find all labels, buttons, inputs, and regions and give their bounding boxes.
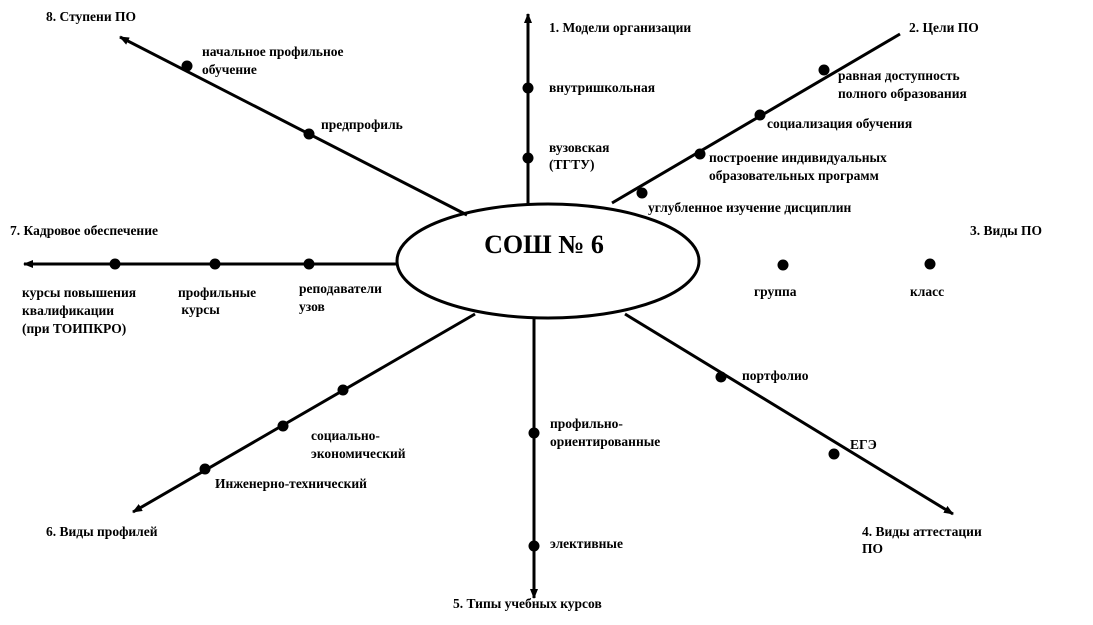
stages-item-3: предпрофиль [321, 117, 403, 132]
stages-item-2: обучение [202, 62, 257, 77]
profiles-dot-1 [337, 384, 349, 396]
goals-dot-2 [754, 109, 766, 121]
goals-item-3: социализация обучения [767, 116, 912, 131]
models-item-3: (ТГТУ) [549, 157, 595, 172]
profiles-item-1: социально- [311, 428, 380, 443]
models-item-2: вузовская [549, 140, 609, 155]
profiles-axis [132, 312, 476, 514]
types-item-2: класс [910, 284, 944, 299]
courses-dot-1 [528, 427, 540, 439]
profiles-dot-3 [199, 463, 211, 475]
stages-item-1: начальное профильное [202, 44, 343, 59]
courses-dot-2 [528, 540, 540, 552]
attestation-axis [624, 312, 954, 516]
profiles-title: 6. Виды профилей [46, 524, 158, 539]
types-dot-1 [777, 259, 789, 271]
attestation-item-1: портфолио [742, 368, 809, 383]
staff-dot-2 [209, 258, 221, 270]
types-item-1: группа [754, 284, 797, 299]
courses-title: 5. Типы учебных курсов [453, 596, 602, 611]
types-title: 3. Виды ПО [970, 223, 1042, 238]
staff-item-4: профильные [178, 285, 256, 300]
stages-dot-1 [181, 60, 193, 72]
stages-dot-2 [303, 128, 315, 140]
center-ellipse [395, 202, 701, 320]
attestation-dot-2 [828, 448, 840, 460]
goals-dot-3 [694, 148, 706, 160]
staff-item-6: реподаватели [299, 281, 382, 296]
staff-dot-3 [303, 258, 315, 270]
goals-item-6: углубленное изучение дисциплин [648, 200, 851, 215]
attestation-dot-1 [715, 371, 727, 383]
attestation-item-2: ЕГЭ [850, 437, 877, 452]
models-item-1: внутришкольная [549, 80, 655, 95]
courses-item-1: профильно- [550, 416, 623, 431]
profiles-item-2: экономический [311, 446, 406, 461]
attestation-title-2: ПО [862, 541, 883, 556]
goals-item-5: образовательных программ [709, 168, 879, 183]
staff-item-5: курсы [178, 302, 220, 317]
staff-item-1: курсы повышения [22, 285, 136, 300]
stages-title: 8. Ступени ПО [46, 9, 136, 24]
models-title: 1. Модели организации [549, 20, 691, 35]
staff-item-7: узов [299, 299, 325, 314]
profiles-dot-2 [277, 420, 289, 432]
goals-item-1: равная доступность [838, 68, 960, 83]
courses-item-2: ориентированные [550, 434, 660, 449]
attestation-title-1: 4. Виды аттестации [862, 524, 982, 539]
center-label: СОШ № 6 [484, 230, 604, 259]
courses-item-3: элективные [550, 536, 623, 551]
goals-dot-4 [636, 187, 648, 199]
profiles-item-3: Инженерно-технический [215, 476, 367, 491]
staff-title: 7. Кадровое обеспечение [10, 223, 158, 238]
models-dot-2 [522, 152, 534, 164]
goals-title: 2. Цели ПО [909, 20, 979, 35]
goals-dot-1 [818, 64, 830, 76]
staff-item-3: (при ТОИПКРО) [22, 321, 126, 336]
stages-axis [119, 35, 468, 217]
staff-item-2: квалификации [22, 303, 114, 318]
goals-item-2: полного образования [838, 86, 967, 101]
types-dot-2 [924, 258, 936, 270]
goals-item-4: построение индивидуальных [709, 150, 887, 165]
models-dot-1 [522, 82, 534, 94]
staff-dot-1 [109, 258, 121, 270]
